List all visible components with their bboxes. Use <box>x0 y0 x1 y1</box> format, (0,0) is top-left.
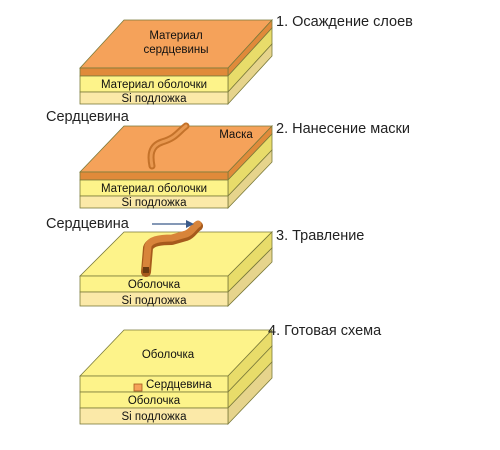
step-3-substrate-label: Si подложка <box>122 295 188 307</box>
step-1-substrate-front <box>79 91 229 105</box>
step-1-substrate-label: Si подложка <box>122 93 188 105</box>
step-4-cladding-label: Оболочка <box>128 395 181 407</box>
step-4-top-cladding-label: Оболочка <box>142 349 195 361</box>
step-1-title: 1. Осаждение слоев <box>276 14 413 30</box>
step-2-block: Маска Материал оболочки Si подложка Серд… <box>46 109 410 209</box>
step-2-waveguide-mask-highlight <box>149 124 188 168</box>
step-3-core-end <box>143 267 149 273</box>
step-2-substrate-label: Si подложка <box>122 197 188 209</box>
step-4-substrate-label: Si подложка <box>122 411 188 423</box>
step-4-block: Оболочка Сердцевина Оболочка Si подложка… <box>79 323 382 425</box>
step-1-core-label-line1: Материал <box>149 30 202 42</box>
step-2-core-front <box>79 171 229 181</box>
step-2-cladding-label: Материал оболочки <box>101 183 207 195</box>
step-3-block: Оболочка Si подложка Сердцевина 3. Травл… <box>46 216 364 307</box>
step-1-core-label-line2: сердцевины <box>144 44 209 56</box>
step-2-mask-label: Маска <box>219 129 253 141</box>
step-4-substrate-front <box>79 407 229 425</box>
step-2-core-side-label: Сердцевина <box>46 109 130 125</box>
step-1-core-front <box>79 67 229 77</box>
step-2-substrate-front <box>79 195 229 209</box>
step-3-waveguide-core <box>142 220 202 272</box>
step-4-core-label: Сердцевина <box>146 379 212 391</box>
step-2-title: 2. Нанесение маски <box>276 121 410 137</box>
step-4-title: 4. Готовая схема <box>268 323 382 339</box>
step-3-title: 3. Травление <box>276 228 364 244</box>
step-3-core-side-label: Сердцевина <box>46 216 130 232</box>
step-3-substrate-front <box>79 291 229 307</box>
step-3-core-arrow-head <box>186 220 194 228</box>
step-4-core-section <box>133 383 143 392</box>
step-1-cladding-label: Материал оболочки <box>101 79 207 91</box>
step-1-block: Материал сердцевины Материал оболочки Si… <box>79 14 413 106</box>
step-3-cladding-label: Оболочка <box>128 279 181 291</box>
